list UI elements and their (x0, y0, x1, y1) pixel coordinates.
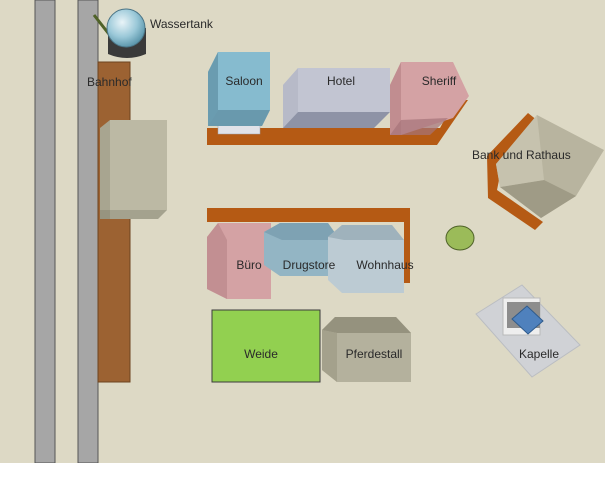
label-weide: Weide (244, 347, 278, 361)
main-street-middle (207, 208, 410, 283)
label-pferdestall: Pferdestall (345, 347, 403, 361)
rail-track-left (34, 0, 56, 463)
bahnhof-building (100, 120, 167, 219)
label-buero: Büro (236, 258, 262, 272)
tree (445, 225, 475, 251)
hotel-building (283, 68, 390, 128)
label-hotel: Hotel (326, 74, 355, 88)
station-platform (97, 61, 131, 383)
drugstore-building (264, 223, 340, 276)
wassertank (92, 8, 146, 58)
town-map: Wassertank Bahnhof Saloon Hotel Sheriff … (0, 0, 605, 463)
label-sheriff: Sheriff (421, 74, 457, 88)
saloon-building (208, 52, 270, 135)
weide-pasture (211, 309, 321, 383)
wohnhaus-building (328, 225, 404, 293)
label-bank-rathaus: Bank und Rathaus (472, 148, 571, 162)
kapelle (475, 284, 581, 378)
sheriff-building (390, 62, 469, 135)
buero-building (207, 223, 271, 299)
label-drugstore: Drugstore (282, 258, 336, 272)
pferdestall-building (322, 317, 411, 382)
rail-track-right (77, 0, 99, 463)
label-kapelle: Kapelle (518, 347, 560, 361)
label-wassertank: Wassertank (150, 17, 213, 31)
map-drawing (34, 0, 604, 463)
bank-rathaus-building (496, 115, 604, 218)
label-saloon: Saloon (225, 74, 263, 88)
bank-street (487, 113, 543, 230)
label-bahnhof: Bahnhof (87, 75, 132, 89)
label-wohnhaus: Wohnhaus (356, 258, 414, 272)
